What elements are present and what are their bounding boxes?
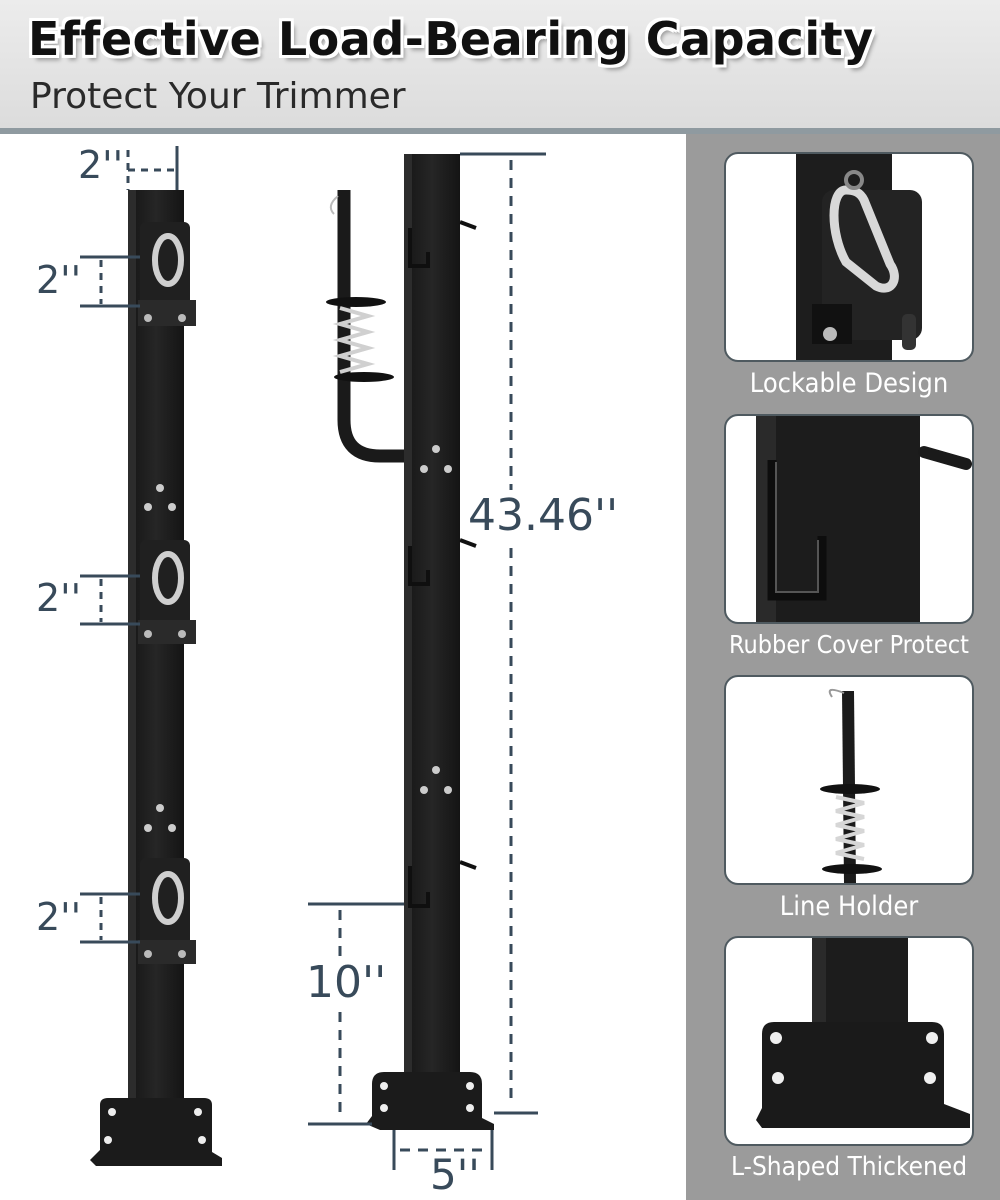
- line-holder-arm: [326, 190, 404, 463]
- base-plate-icon: [756, 938, 970, 1128]
- right-post: [366, 154, 494, 1130]
- dimension-hook-spacing-3: 2'': [36, 895, 82, 939]
- product-diagram: [80, 146, 546, 1170]
- dimension-bottom-height: 10'': [306, 957, 387, 1008]
- feature-label-l-shaped: L-Shaped Thickened: [730, 1152, 968, 1182]
- feature-lockable-design: Lockable Design: [724, 152, 974, 399]
- feature-image-lockable: [724, 152, 974, 362]
- dimension-height: 43.46'': [468, 490, 619, 541]
- feature-line-holder: Line Holder: [724, 675, 974, 922]
- page-subtitle: Protect Your Trimmer: [30, 76, 406, 117]
- feature-image-rubber-cover: [724, 414, 974, 624]
- feature-label-rubber-cover: Rubber Cover Protect: [729, 630, 969, 659]
- feature-l-shaped: L-Shaped Thickened: [724, 936, 974, 1182]
- header-banner: Effective Load-Bearing Capacity Protect …: [0, 0, 1000, 128]
- carabiner-hook-2: [138, 540, 196, 644]
- page-title: Effective Load-Bearing Capacity: [28, 12, 874, 66]
- dimension-base-width: 5'': [430, 1150, 480, 1199]
- carabiner-hook-3: [138, 858, 196, 964]
- feature-rubber-cover: Rubber Cover Protect: [724, 414, 974, 659]
- feature-label-lockable: Lockable Design: [749, 368, 949, 399]
- left-post: [90, 190, 222, 1166]
- feature-image-line-holder: [724, 675, 974, 885]
- dimension-hook-spacing-1: 2'': [36, 258, 82, 302]
- header-divider: [0, 128, 1000, 134]
- feature-label-line-holder: Line Holder: [779, 891, 919, 922]
- hook-closeup-icon: [756, 416, 972, 622]
- right-dimension-lines: [308, 152, 546, 1170]
- carabiner-hook-1: [138, 222, 196, 326]
- dimension-top-width: 2'': [78, 143, 124, 187]
- spring-holder-icon: [820, 688, 882, 883]
- dimension-hook-spacing-2: 2'': [36, 576, 82, 620]
- feature-image-l-shaped: [724, 936, 974, 1146]
- carabiner-closeup-icon: [796, 154, 922, 360]
- left-dimension-lines: [80, 146, 179, 944]
- feature-panel: Lockable Design Rubber Cover Protect Lin: [686, 134, 1000, 1200]
